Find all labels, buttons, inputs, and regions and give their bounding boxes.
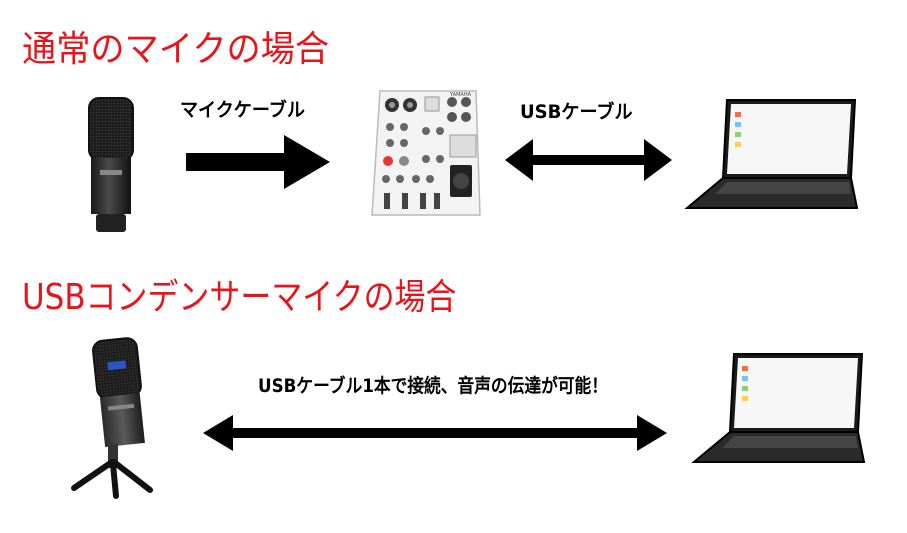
usb-single-cable-label: USBケーブル1本で接続、音声の伝達が可能！ xyxy=(258,375,608,397)
section1-title: 通常のマイクの場合 xyxy=(22,29,330,70)
audio-mixer-icon: YAMAHA xyxy=(371,90,481,216)
double-arrow-icon xyxy=(505,139,672,181)
laptop-icon xyxy=(684,99,859,209)
laptop-icon xyxy=(691,353,866,463)
double-arrow-icon xyxy=(203,415,667,451)
xlr-microphone-icon xyxy=(88,97,134,232)
mic-cable-label: マイクケーブル xyxy=(180,99,305,121)
arrow-right-icon xyxy=(186,135,330,189)
usb-condenser-microphone-icon xyxy=(71,337,153,499)
usb-cable-label: USBケーブル xyxy=(520,101,633,123)
mixer-brand: YAMAHA xyxy=(449,92,472,98)
section2-title: USBコンデンサーマイクの場合 xyxy=(22,277,457,318)
